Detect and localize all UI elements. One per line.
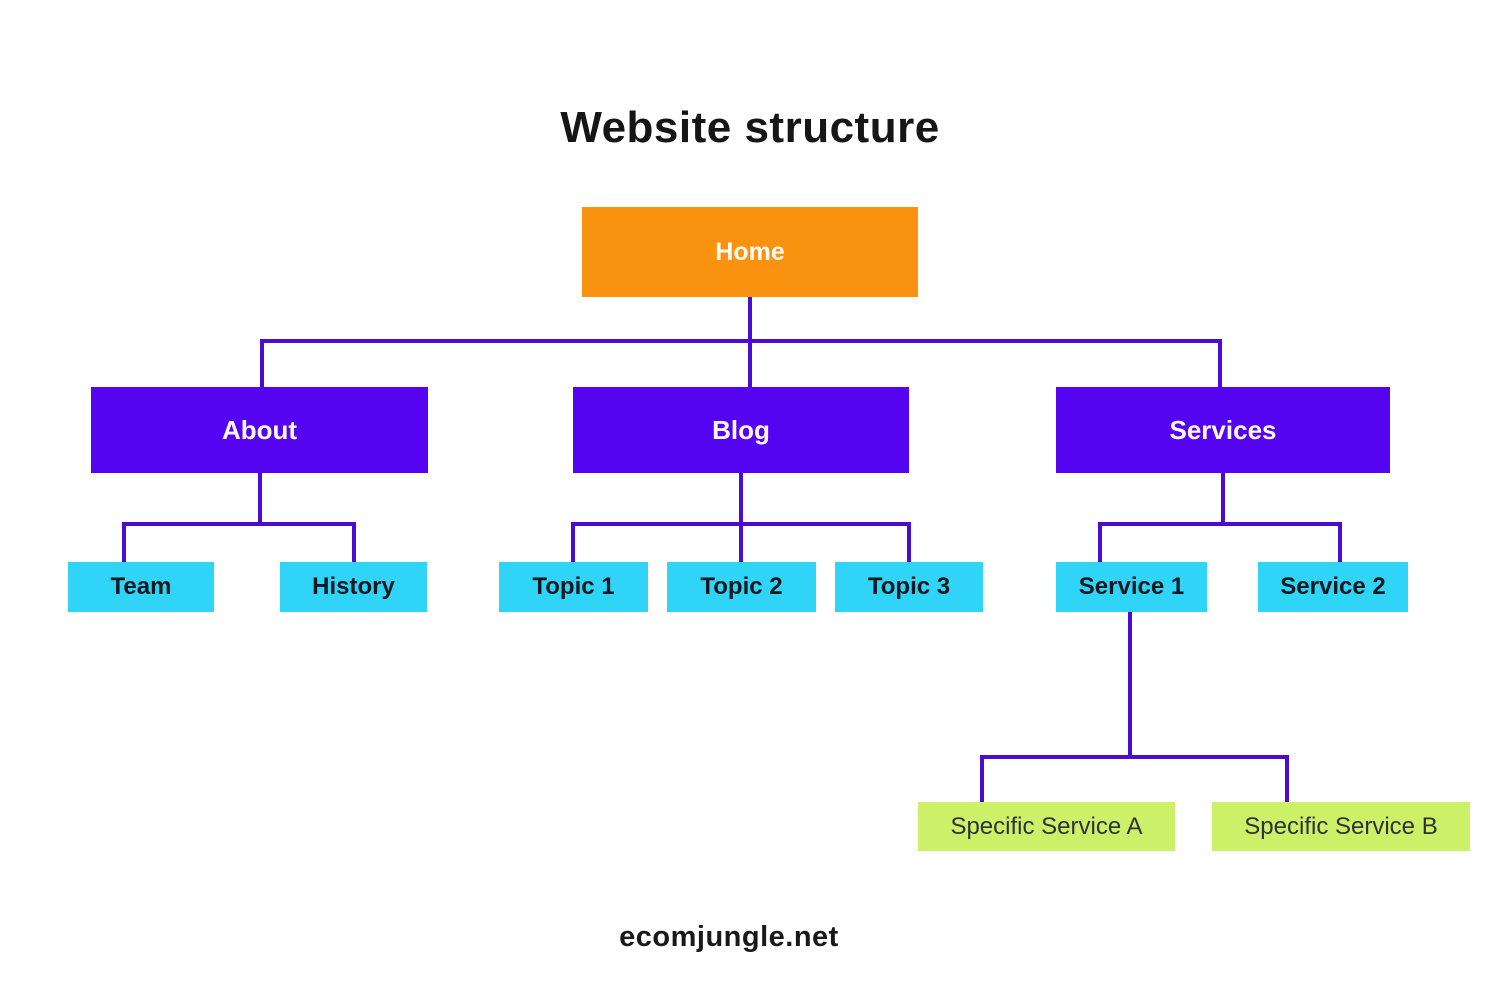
connector-blog-horizontal: [571, 522, 911, 526]
node-service-1-label: Service 1: [1078, 573, 1185, 600]
connector-services-drop: [1218, 339, 1222, 387]
node-about-label: About: [221, 414, 298, 445]
node-history: History: [280, 562, 427, 612]
node-topic-3: Topic 3: [835, 562, 983, 612]
connector-history-drop: [352, 522, 356, 562]
node-blog-label: Blog: [712, 414, 770, 445]
connector-specific-b-drop: [1285, 755, 1289, 802]
node-home-label: Home: [715, 237, 785, 266]
node-services: Services: [1056, 387, 1390, 473]
node-service-2-label: Service 2: [1280, 573, 1386, 600]
connector-level2-horizontal: [260, 339, 1222, 343]
connector-about-drop: [260, 339, 264, 387]
node-service-1: Service 1: [1056, 562, 1207, 612]
node-specific-service-a: Specific Service A: [918, 802, 1175, 851]
watermark: ecomjungle.net: [619, 921, 839, 953]
connector-services-stem: [1221, 473, 1225, 526]
node-team-label: Team: [110, 573, 172, 600]
node-specific-service-b-label: Specific Service B: [1244, 812, 1438, 840]
connector-blog-stem: [739, 473, 743, 562]
node-service-2: Service 2: [1258, 562, 1408, 612]
diagram-title: Website structure: [560, 103, 940, 152]
node-services-label: Services: [1169, 414, 1277, 445]
node-history-label: History: [312, 573, 395, 600]
connector-topic1-drop: [571, 522, 575, 562]
connector-team-drop: [122, 522, 126, 562]
connector-services-horizontal: [1098, 522, 1342, 526]
connector-topic3-drop: [907, 522, 911, 562]
node-topic-1: Topic 1: [499, 562, 648, 612]
connector-service1-stem: [1128, 612, 1132, 757]
connector-specific-a-drop: [980, 755, 984, 802]
connector-specific-horizontal: [980, 755, 1289, 759]
node-specific-service-a-label: Specific Service A: [950, 812, 1143, 840]
connector-about-stem: [258, 473, 262, 526]
node-topic-3-label: Topic 3: [867, 573, 951, 600]
connector-service2-drop: [1338, 522, 1342, 562]
node-team: Team: [68, 562, 214, 612]
node-about: About: [91, 387, 428, 473]
node-specific-service-b: Specific Service B: [1212, 802, 1470, 851]
node-home: Home: [582, 207, 918, 297]
node-topic-1-label: Topic 1: [532, 573, 615, 600]
connector-service1-drop: [1098, 522, 1102, 562]
node-topic-2: Topic 2: [667, 562, 816, 612]
node-blog: Blog: [573, 387, 909, 473]
node-topic-2-label: Topic 2: [700, 573, 783, 600]
connector-about-horizontal: [122, 522, 356, 526]
